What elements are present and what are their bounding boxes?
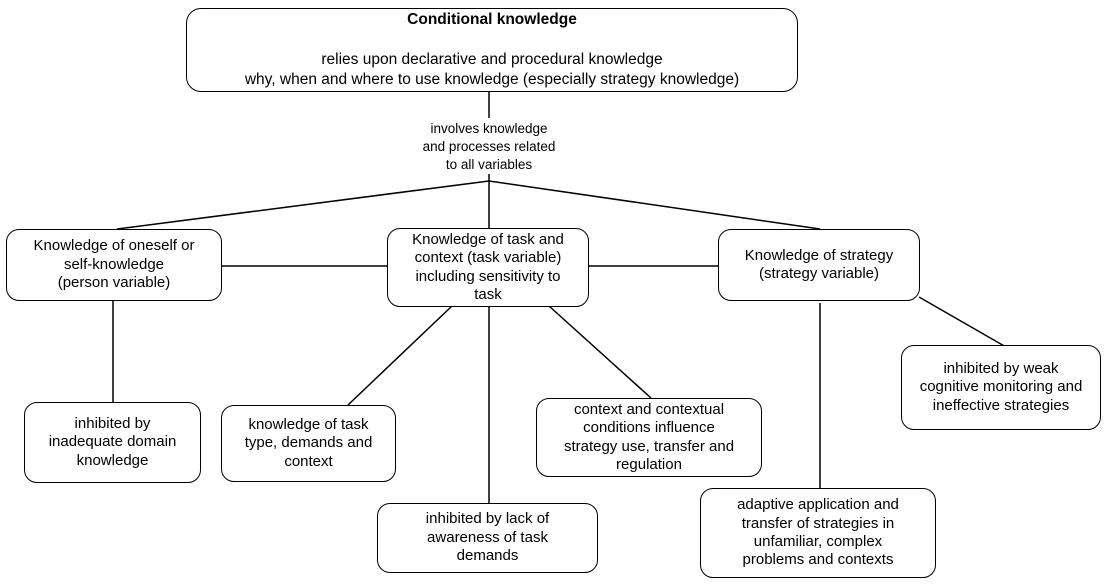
node-person-variable[interactable]: Knowledge of oneself or self-knowledge (…: [6, 229, 222, 301]
node-task-type[interactable]: knowledge of task type, demands and cont…: [221, 405, 396, 482]
node-person-inhibited[interactable]: inhibited by inadequate domain knowledge: [24, 402, 201, 483]
node-strategy-variable[interactable]: Knowledge of strategy (strategy variable…: [718, 229, 920, 301]
edge-task-to-context-conditions: [548, 305, 652, 399]
annotation-involves-knowledge: involves knowledge and processes related…: [404, 120, 574, 174]
edge-apex-to-strategy: [488, 180, 821, 230]
node-title: Conditional knowledge: [407, 10, 577, 28]
edge-strategy-to-inhibited: [918, 296, 1007, 348]
edge-apex-to-person: [116, 180, 490, 230]
node-task-variable[interactable]: Knowledge of task and context (task vari…: [387, 228, 589, 307]
node-body: relies upon declarative and procedural k…: [244, 51, 740, 89]
node-conditional-knowledge[interactable]: Conditional knowledge relies upon declar…: [186, 8, 798, 92]
node-strategy-inhibited[interactable]: inhibited by weak cognitive monitoring a…: [901, 345, 1101, 430]
node-task-inhibited[interactable]: inhibited by lack of awareness of task d…: [377, 503, 598, 573]
node-adaptive-application[interactable]: adaptive application and transfer of str…: [700, 488, 936, 578]
node-context-conditions[interactable]: context and contextual conditions influe…: [536, 398, 762, 477]
edge-task-to-task-type: [347, 305, 453, 406]
